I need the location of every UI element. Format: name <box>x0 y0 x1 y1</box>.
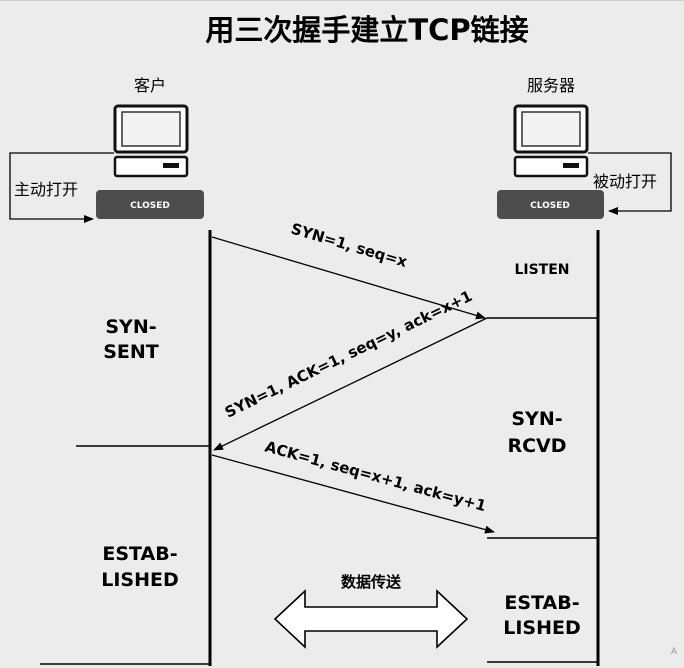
message-arrow-1 <box>211 236 486 320</box>
server-state-syn-rcvd-line1: SYN- <box>511 408 562 430</box>
client-state-established-line2: LISHED <box>101 569 179 591</box>
client-closed-pill <box>96 190 204 219</box>
message-label-3: ACK=1, seq=x+1, ack=y+1 <box>263 437 488 515</box>
active-open-connector <box>9 152 114 223</box>
message-label-2: SYN=1, ACK=1, seq=y, ack=x+1 <box>222 287 475 422</box>
server-state-listen: LISTEN <box>514 262 569 278</box>
data-transfer-label: 数据传送 <box>341 573 402 591</box>
server-state-syn-rcvd-line2: RCVD <box>507 435 566 457</box>
top-border <box>0 0 684 1</box>
watermark: A <box>671 647 678 657</box>
client-state-established-line1: ESTAB- <box>102 543 177 565</box>
passive-open-label: 被动打开 <box>593 172 657 191</box>
server-state-established-line1: ESTAB- <box>504 592 579 614</box>
message-arrow-3 <box>211 454 495 534</box>
server-label: 服务器 <box>527 76 575 95</box>
diagram-title: 用三次握手建立TCP链接 <box>205 13 528 47</box>
client-state-syn-sent-line1: SYN- <box>105 316 156 338</box>
server-closed-pill <box>497 190 604 219</box>
message-label-1: SYN=1, seq=x <box>289 220 410 271</box>
server-state-established-line2: LISHED <box>503 617 581 639</box>
double-arrow-icon <box>273 589 469 649</box>
server-closed-label: CLOSED <box>530 201 570 211</box>
client-label: 客户 <box>134 76 166 95</box>
passive-open-connector <box>588 152 672 215</box>
message-arrow-2 <box>213 317 488 451</box>
server-computer-icon <box>513 104 589 178</box>
active-open-label: 主动打开 <box>14 180 78 199</box>
client-closed-label: CLOSED <box>130 201 170 211</box>
client-state-syn-sent-line2: SENT <box>103 341 159 363</box>
client-computer-icon <box>113 104 189 178</box>
